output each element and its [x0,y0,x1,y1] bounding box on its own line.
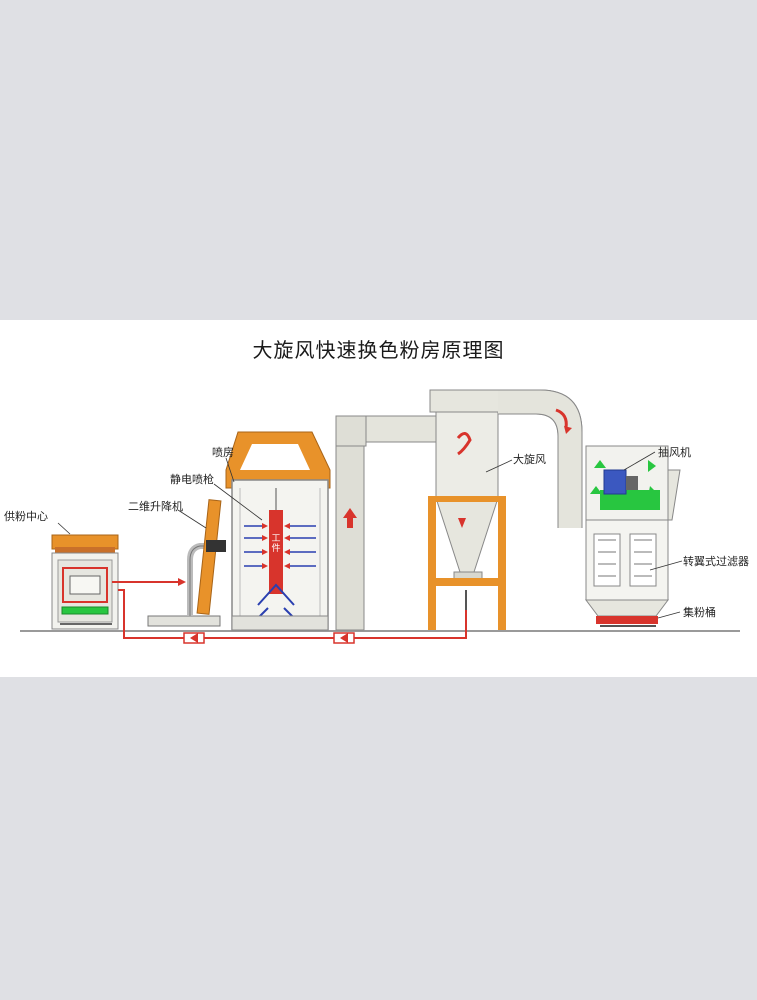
diagram-drawing [20,389,740,644]
label-lift: 二维升降机 [128,500,183,513]
supply-center [51,534,119,630]
label-supply-center: 供粉中心 [4,510,48,523]
cyclone [428,389,506,630]
return-line [118,589,467,644]
label-booth: 喷房 [212,446,234,459]
label-gun: 静电喷枪 [170,473,214,486]
leader-lines [57,451,683,619]
label-workpiece: 工件 [271,534,281,554]
duct-column [335,415,441,631]
curved-duct [498,389,583,528]
diagram-title: 大旋风快速换色粉房原理图 [252,338,505,362]
label-bucket: 集粉桶 [683,606,716,619]
fan-filter-unit [585,445,681,627]
label-filter: 转翼式过滤器 [683,555,749,568]
label-fan: 抽风机 [658,446,691,459]
spray-booth [225,431,331,631]
lift [112,499,226,627]
label-cyclone: 大旋风 [513,453,546,466]
diagram-canvas: 大旋风快速换色粉房原理图 [0,320,757,677]
